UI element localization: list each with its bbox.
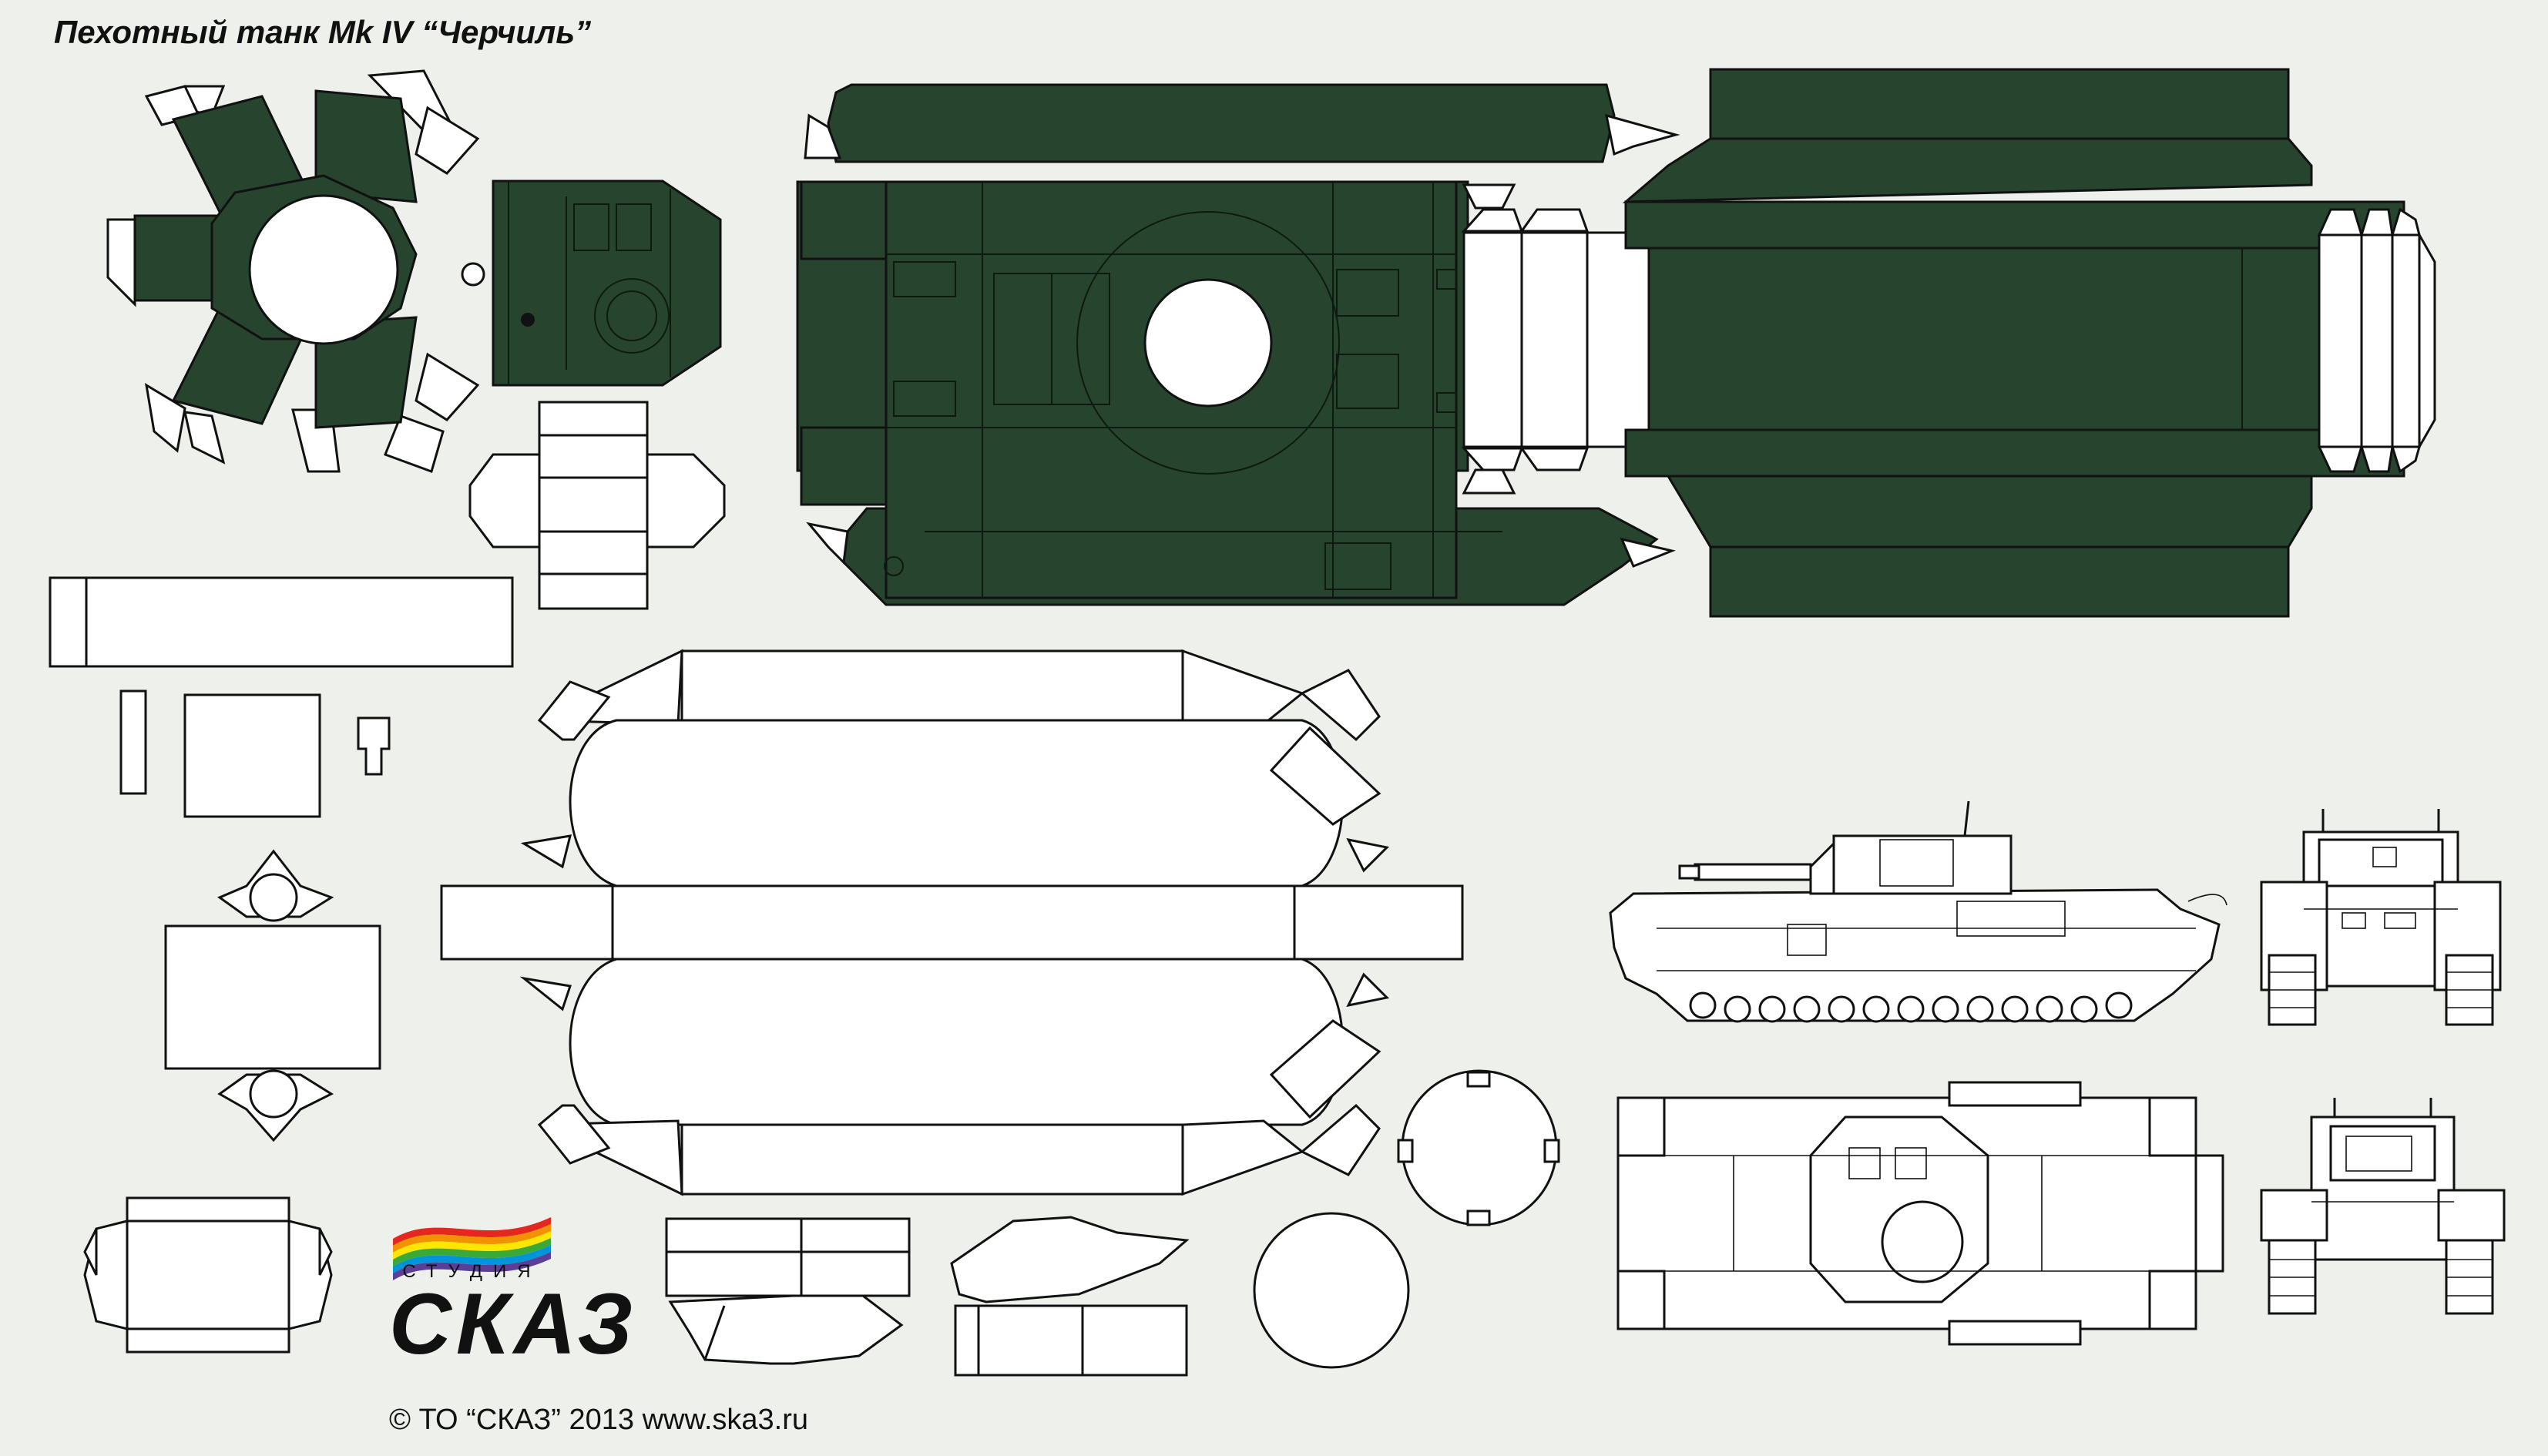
logo-name: СКАЗ: [389, 1276, 638, 1372]
side-view-drawing: [1609, 800, 2227, 1023]
top-view-drawing: [1616, 1081, 2224, 1346]
logo-rainbow-band: [393, 1231, 551, 1260]
long-strip: [49, 576, 514, 668]
page-title: Пехотный танк Mk IV “Черчиль”: [54, 14, 592, 50]
small-parts: [119, 689, 391, 818]
logo-studio-label: СТУДИЯ: [402, 1261, 542, 1282]
logo-rainbow-band: [393, 1238, 551, 1266]
copyright-line: © ТО “СКАЗ” 2013 www.ska3.ru: [389, 1404, 808, 1436]
studio-logo: СТУДИЯ СКАЗ: [389, 1190, 638, 1375]
rear-view-drawing: [2260, 1098, 2506, 1315]
bottom-box-net: [83, 1196, 333, 1354]
hull-top-net: [796, 83, 1680, 606]
logo-rainbow-band: [393, 1224, 551, 1253]
logo-rainbow: [393, 1217, 551, 1280]
logo-rainbow-band: [393, 1245, 551, 1273]
hull-side-net: [1622, 68, 2436, 618]
logo-rainbow-band: [393, 1217, 551, 1246]
turret-net: [106, 69, 722, 473]
logo-rainbow-band: [393, 1252, 551, 1280]
front-view-drawing: [2260, 809, 2502, 1026]
cross-net: [164, 849, 381, 1142]
disc-parts: [1253, 1069, 1560, 1369]
exhaust-net-b: [950, 1216, 1190, 1377]
box-net: [468, 401, 726, 610]
track-net: [440, 649, 1464, 1196]
exhaust-net-a: [665, 1217, 911, 1365]
